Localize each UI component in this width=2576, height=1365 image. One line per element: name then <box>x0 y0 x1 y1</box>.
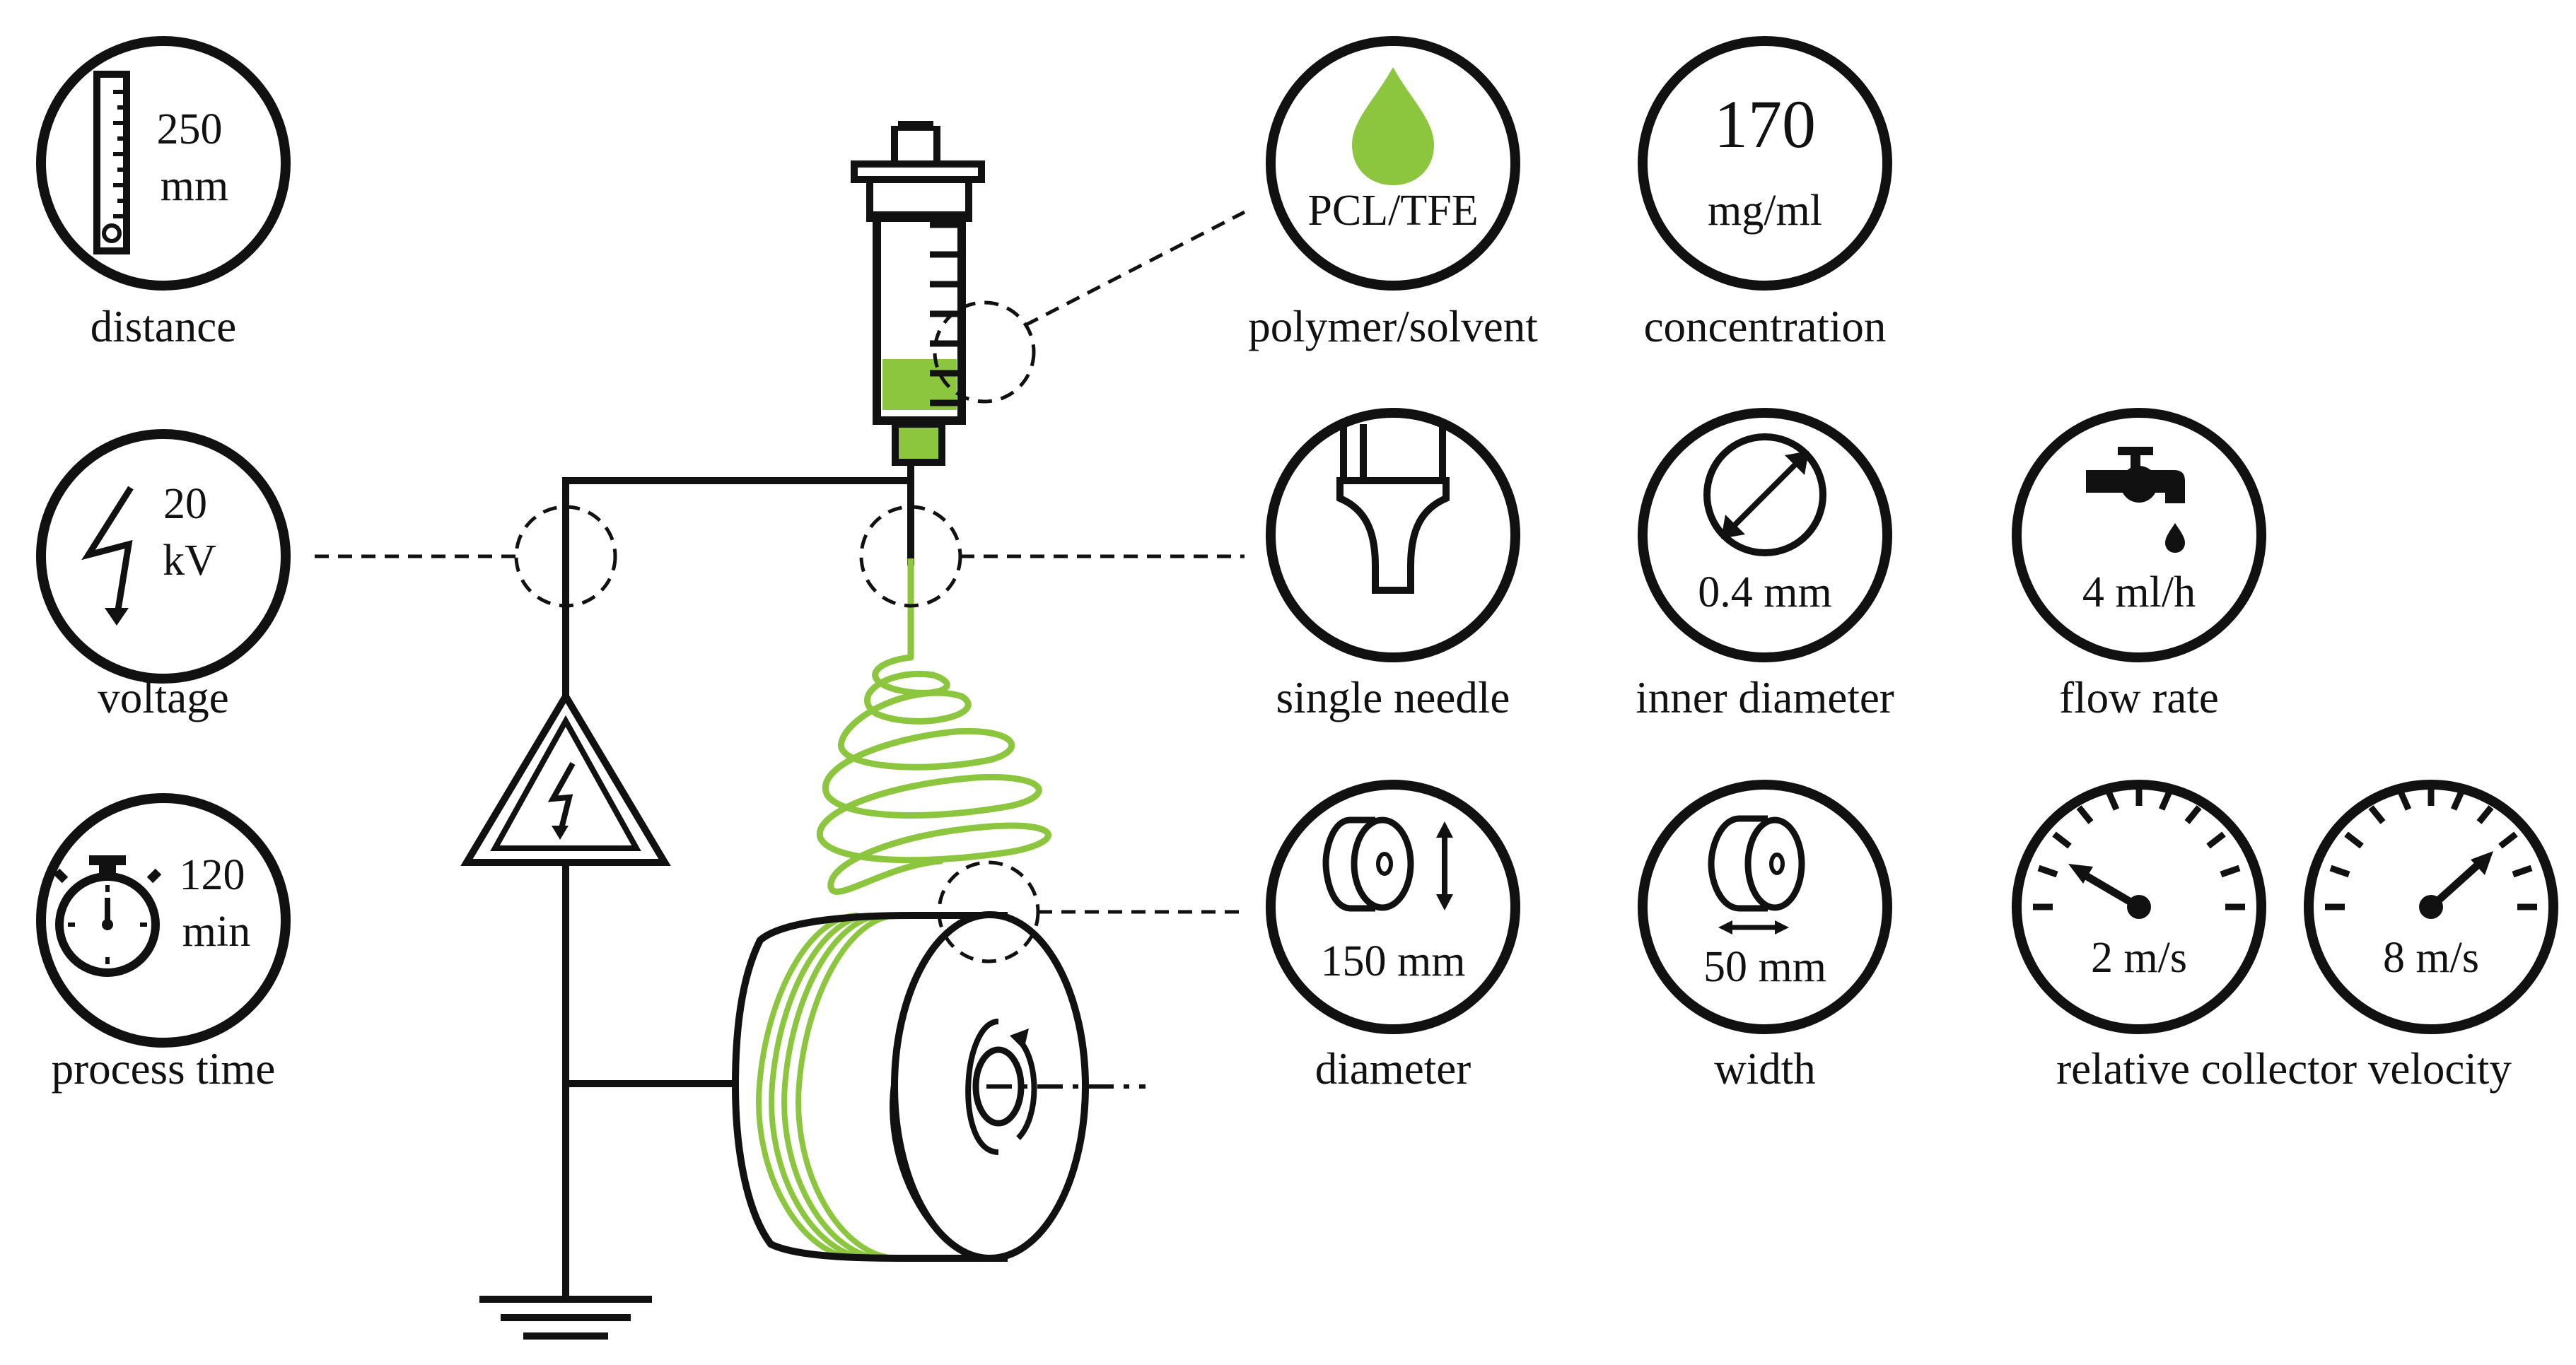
voltage-parameter: 20 kV voltage <box>36 429 291 722</box>
velocity-high-parameter: 8 m/s <box>2304 780 2558 1034</box>
inner-diameter-ring <box>1638 408 1892 662</box>
distance-label: distance <box>91 302 236 351</box>
velocity-high-value: 8 m/s <box>2383 934 2479 982</box>
voltage-unit: kV <box>163 537 216 585</box>
drum-diameter-value: 150 mm <box>1321 937 1466 985</box>
distance-unit: mm <box>161 162 228 210</box>
collected-fibers <box>756 913 899 1261</box>
voltage-value: 20 <box>163 480 207 528</box>
high-voltage-warning-icon <box>460 689 671 866</box>
inner-diameter-parameter: 0.4 mm inner diameter <box>1636 408 1894 722</box>
diameter-icon <box>1703 433 1826 556</box>
concentration-ring <box>1638 36 1892 291</box>
concentration-parameter: 170 mg/ml concentration <box>1638 36 1892 351</box>
drum-diameter-parameter: 150 mm diameter <box>1266 780 1520 1094</box>
process-time-parameter: 120 min process time <box>36 793 291 1094</box>
concentration-label: concentration <box>1644 302 1887 351</box>
drum-width-value: 50 mm <box>1703 943 1826 991</box>
drum-diameter-icon <box>1322 816 1453 912</box>
drum-width-parameter: 50 mm width <box>1638 780 1892 1094</box>
drum-width-icon <box>1708 815 1805 935</box>
process-time-label: process time <box>52 1044 276 1094</box>
distance-ring <box>36 36 291 291</box>
flow-rate-ring <box>2012 408 2266 662</box>
velocity-low-parameter: 2 m/s <box>2012 780 2266 1034</box>
gauge-high-needle-tip <box>2471 851 2493 875</box>
needle-parameter: single needle <box>1266 408 1520 722</box>
drum-diameter-label: diameter <box>1315 1044 1471 1094</box>
ruler-icon <box>93 71 130 254</box>
needle-label: single needle <box>1276 673 1510 722</box>
polymer-parameter: PCL/TFE polymer/solvent <box>1248 36 1538 351</box>
circuit-wires <box>562 477 911 1301</box>
concentration-unit: mg/ml <box>1708 187 1822 235</box>
lightning-icon <box>81 486 134 619</box>
inner-diameter-label: inner diameter <box>1636 673 1894 722</box>
flow-rate-parameter: 4 ml/h flow rate <box>2012 408 2266 722</box>
process-time-value: 120 <box>180 851 245 899</box>
inner-diameter-value: 0.4 mm <box>1698 568 1831 616</box>
voltage-label: voltage <box>98 673 228 722</box>
drop-icon <box>1352 67 1434 185</box>
distance-parameter: 250 mm distance <box>36 36 291 351</box>
syringe <box>851 121 985 566</box>
process-time-unit: min <box>182 908 250 956</box>
gauge-low-hub <box>2127 895 2151 919</box>
needle-ring <box>1266 408 1520 662</box>
apparatus <box>315 121 1246 1340</box>
needle-tip-icon <box>1336 424 1450 594</box>
faucet-icon <box>2086 447 2185 553</box>
flow-rate-label: flow rate <box>2059 673 2219 722</box>
velocity-low-value: 2 m/s <box>2091 934 2187 982</box>
distance-value: 250 <box>157 105 223 153</box>
rotation-arrow-icon <box>965 1019 999 1155</box>
gauge-low-needle-tip <box>2068 864 2093 884</box>
gauge-low-icon <box>2033 786 2245 910</box>
velocity-label: relative collector velocity <box>2056 1044 2512 1094</box>
fiber-spiral <box>816 654 1051 895</box>
drum-width-label: width <box>1714 1044 1816 1094</box>
lightning-arrow-head <box>105 608 129 626</box>
polymer-label: polymer/solvent <box>1248 302 1538 351</box>
callout-lines <box>315 210 1246 963</box>
ground-icon <box>479 1296 652 1340</box>
concentration-value: 170 <box>1714 86 1816 162</box>
polymer-value: PCL/TFE <box>1307 187 1478 235</box>
gauge-high-hub <box>2419 895 2443 919</box>
stopwatch-icon <box>53 855 162 977</box>
flow-rate-value: 4 ml/h <box>2082 568 2196 616</box>
drum-collector <box>731 911 1146 1262</box>
voltage-ring <box>36 429 291 684</box>
